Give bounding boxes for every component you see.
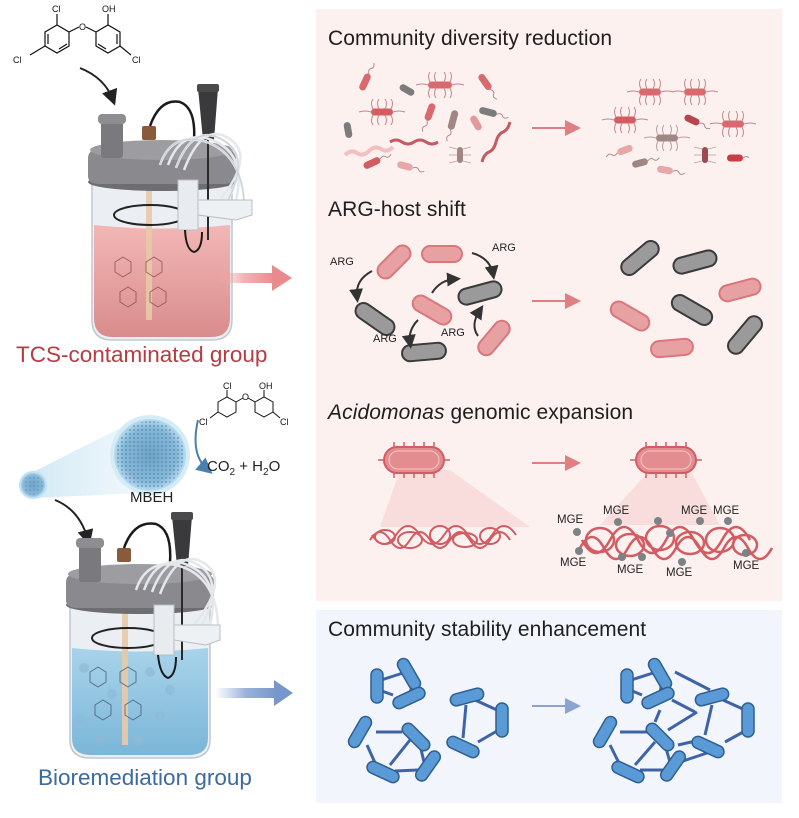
bacterium [397,161,425,173]
bacterium [363,153,392,169]
spirillum [343,145,395,157]
arg-before [349,244,511,363]
spirillum [480,121,512,163]
arg-title: ARG-host shift [328,198,466,221]
triclosan-molecule-mid [209,390,281,419]
products-label: CO2 + H2O [207,458,280,478]
bacterium [479,107,509,119]
diversity-title: Community diversity reduction [328,27,613,50]
atom-cl-left: Cl [13,55,22,65]
atom-o: O [79,22,86,32]
genomic-title: Acidomonas genomic expansion [328,401,633,425]
tcs-group-label: TCS-contaminated group [16,342,268,367]
atom-oh-2: OH [259,381,273,391]
triclosan-molecule-top [29,14,132,56]
bioreactor-tcs [88,84,253,341]
mge-label: MGE [713,505,740,517]
mbeh-label: MBEH [130,489,174,506]
mge-label: MGE [617,564,644,576]
bacterium [470,115,482,131]
mge-label: MGE [603,505,630,517]
atom-oh: OH [102,4,116,14]
atom-cl-right-2: Cl [280,417,289,427]
network-after [592,657,755,784]
dosing-arrow-top [79,67,118,106]
bacterium [446,110,459,142]
degradation-arrow [194,419,213,474]
atom-o-2: O [242,392,249,402]
arg-label: ARG [441,327,465,339]
arg-label: ARG [330,256,354,268]
atom-cl-right: Cl [132,55,141,65]
stability-title: Community stability enhancement [328,618,647,641]
tcs-arrow-right [215,265,292,291]
genomic-title-rest: genomic expansion [444,401,634,424]
dosing-arrow-bottom [54,499,94,546]
h2o-end-text: O [268,458,281,475]
atom-cl-left-2: Cl [199,417,208,427]
bioremediation-group-label: Bioremediation group [38,765,252,790]
bacterium [421,103,436,132]
mbeh-beads [19,415,213,499]
spirillum [389,138,439,146]
mge-label: MGE [560,557,587,569]
bacterium [415,71,465,99]
h2o-subscript: 2 [263,467,269,478]
arg-label: ARG [492,242,516,254]
bacterium [358,98,406,126]
bacterium [399,84,415,96]
arg-label: ARG [373,333,397,345]
genus-name: Acidomonas [328,401,445,424]
bioreactor-bioremediation [66,512,221,759]
bacterium [448,146,472,164]
arg-after [609,240,763,359]
acidomonas-after [573,442,774,566]
mge-label: MGE [666,567,693,579]
network-before [347,657,509,784]
mge-label: MGE [557,514,584,526]
mge-label: MGE [681,505,708,517]
reduced-community [601,78,757,175]
plus-h-text: + H [235,458,263,475]
bacterium [478,73,498,100]
bacterium [359,62,375,91]
co2-subscript: 2 [229,467,236,478]
co2-text: CO [207,458,230,475]
diverse-community [343,62,512,173]
bacterium [343,122,353,138]
atom-cl-top-2: Cl [223,381,232,391]
atom-cl-top: Cl [52,4,61,14]
mge-label: MGE [733,560,760,572]
bioremediation-arrow-right [215,680,293,706]
acidomonas-before [369,442,530,549]
